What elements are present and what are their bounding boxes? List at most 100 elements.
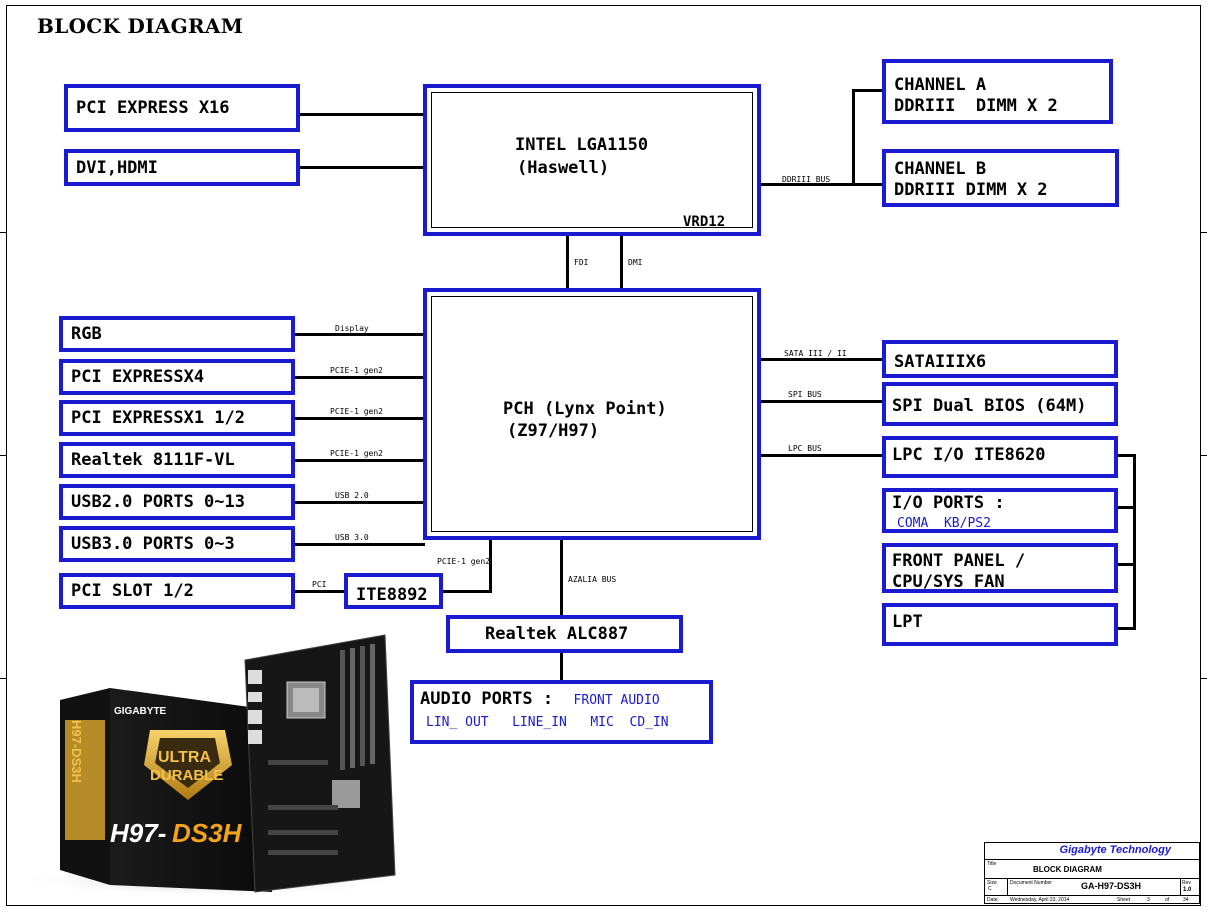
title-value: BLOCK DIAGRAM <box>1033 865 1102 874</box>
block-io-ports: I/O PORTS : COMA KB/PS2 <box>882 488 1118 533</box>
label-usb3: USB 3.0 <box>335 533 369 542</box>
audio-ports-title: AUDIO PORTS : <box>420 689 554 709</box>
label-dmi: DMI <box>628 258 643 267</box>
block-front-panel: FRONT PANEL / CPU/SYS FAN <box>882 543 1118 593</box>
frame-tick <box>1201 678 1207 679</box>
channel-b-title: CHANNEL B <box>894 159 987 179</box>
title-label: Title <box>987 861 997 867</box>
io-ports-sub: COMA KB/PS2 <box>897 516 991 531</box>
wire-lpt <box>1115 627 1136 630</box>
block-channel-b: CHANNEL B DDRIII DIMM X 2 <box>882 149 1119 207</box>
rev-label: Rev <box>1182 880 1191 886</box>
frame-tick <box>0 678 6 679</box>
box-model-b: DS3H <box>172 818 243 848</box>
wire-front <box>1115 563 1136 566</box>
cpu-block: INTEL LGA1150 (Haswell) VRD12 <box>423 84 761 236</box>
cpu-name: INTEL LGA1150 <box>515 135 649 155</box>
wire-azalia <box>560 537 563 617</box>
frame-tick <box>0 232 6 233</box>
block-pcie-x1: PCI EXPRESSX1 1/2 <box>59 400 295 436</box>
label-pcie-ite: PCIE-1 gen2 <box>437 557 490 566</box>
title-block: Gigabyte Technology Title BLOCK DIAGRAM … <box>984 842 1200 904</box>
wire-ite-v <box>489 537 492 593</box>
box-side-model: H97-DS3H <box>69 720 84 783</box>
wire-ddr-riser <box>852 89 855 185</box>
label-pci: PCI <box>312 580 327 589</box>
label-pcie-c: PCIE-1 gen2 <box>330 449 383 458</box>
label-fdi: FDI <box>574 258 589 267</box>
channel-a-dimm: DDRIII DIMM X 2 <box>894 96 1058 116</box>
badge-ultra: ULTRA <box>158 749 211 766</box>
wire-ite-h <box>441 590 492 593</box>
badge-durable: DURABLE <box>150 767 223 784</box>
wire-pcie16 <box>298 113 425 116</box>
wire-spi <box>758 400 884 403</box>
channel-a-title: CHANNEL A <box>894 75 987 95</box>
wire-lpc-bus <box>1133 454 1136 630</box>
wire-lan <box>293 459 425 462</box>
frame-tick <box>1201 232 1207 233</box>
io-ports-title: I/O PORTS : <box>892 493 1005 513</box>
product-box-photo: GIGABYTE ULTRA DURABLE H97- DS3H H97-DS3… <box>15 634 405 898</box>
wire-dmi <box>620 234 623 290</box>
doc-label: Document Number <box>1010 880 1052 886</box>
wire-pci <box>293 590 346 593</box>
label-spi: SPI BUS <box>788 390 822 399</box>
doc-number: GA-H97-DS3H <box>1081 881 1142 891</box>
sheet-label: Sheet <box>1117 897 1131 903</box>
wire-ddr <box>758 183 854 186</box>
cpu-codename: (Haswell) <box>517 158 610 178</box>
wire-usb2 <box>293 501 425 504</box>
label-sata: SATA III / II <box>784 349 847 358</box>
block-usb3: USB3.0 PORTS 0~3 <box>59 526 295 562</box>
audio-port-list: LIN_ OUT LINE_IN MIC CD_IN <box>426 715 669 730</box>
block-channel-a: CHANNEL A DDRIII DIMM X 2 <box>882 59 1113 124</box>
wire-ddr-b <box>852 183 884 186</box>
of-label: of <box>1165 897 1170 903</box>
pch-model: (Z97/H97) <box>507 421 600 441</box>
size-value: C <box>988 886 992 892</box>
page-title: BLOCK DIAGRAM <box>37 14 244 38</box>
block-pcie-x4: PCI EXPRESSX4 <box>59 359 295 395</box>
wire-io <box>1115 506 1136 509</box>
date-value: Wednesday, April 23, 2014 <box>1010 897 1070 903</box>
size-label: Size <box>987 880 997 886</box>
box-model-a: H97- <box>110 818 166 848</box>
frame-tick <box>1201 455 1207 456</box>
label-usb2: USB 2.0 <box>335 491 369 500</box>
block-usb2: USB2.0 PORTS 0~13 <box>59 484 295 520</box>
label-lpc: LPC BUS <box>788 444 822 453</box>
wire-rgb <box>293 333 425 336</box>
wire-audio <box>560 650 563 683</box>
label-pcie-b: PCIE-1 gen2 <box>330 407 383 416</box>
channel-b-dimm: DDRIII DIMM X 2 <box>894 180 1048 200</box>
wire-ddr-a <box>852 89 884 92</box>
pch-name: PCH (Lynx Point) <box>503 399 667 419</box>
cpu-vrd: VRD12 <box>683 214 726 230</box>
block-pci-slot: PCI SLOT 1/2 <box>59 573 295 609</box>
frame-tick <box>0 455 6 456</box>
block-realtek-lan: Realtek 8111F-VL <box>59 442 295 478</box>
wire-pcie4 <box>293 376 425 379</box>
block-lpt: LPT <box>882 603 1118 646</box>
block-sata: SATAIIIX6 <box>882 340 1118 378</box>
box-brand: GIGABYTE <box>114 706 167 717</box>
sheet-value: 3 <box>1147 897 1150 903</box>
sheet-frame <box>6 5 1201 906</box>
pch-block: PCH (Lynx Point) (Z97/H97) <box>423 288 761 540</box>
label-display: Display <box>335 324 369 333</box>
wire-dvi <box>298 166 425 169</box>
of-value: 34 <box>1183 897 1189 903</box>
rev-value: 1.0 <box>1183 887 1192 893</box>
label-ddr-bus: DDRIII BUS <box>782 175 831 184</box>
block-dvi-hdmi: DVI,HDMI <box>64 149 300 186</box>
block-realtek-alc887: Realtek ALC887 <box>446 615 683 653</box>
block-lpc-io: LPC I/O ITE8620 <box>882 436 1118 478</box>
wire-usb3 <box>293 543 425 546</box>
wire-sata <box>758 358 884 361</box>
block-audio-ports: AUDIO PORTS : FRONT AUDIO LIN_ OUT LINE_… <box>410 680 713 744</box>
front-panel-title: FRONT PANEL / <box>892 551 1026 571</box>
label-azalia: AZALIA BUS <box>568 575 617 584</box>
block-rgb: RGB <box>59 316 295 352</box>
wire-lpc <box>758 454 884 457</box>
